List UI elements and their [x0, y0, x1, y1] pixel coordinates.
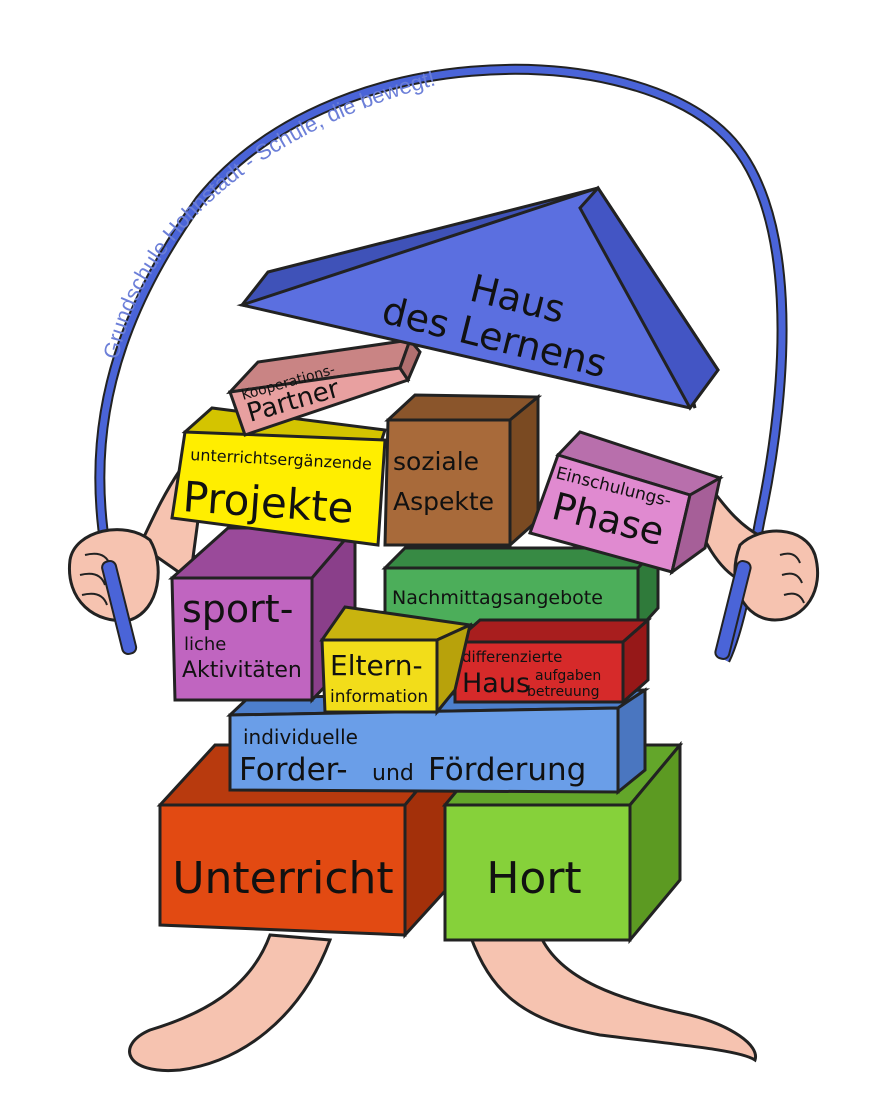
hausaufgaben-label-3: aufgaben [535, 668, 601, 684]
foerderung-label-2a: Forder- [239, 752, 348, 788]
block-eltern: Eltern- information [319, 605, 476, 717]
sport-label-3: Aktivitäten [182, 658, 302, 683]
sport-label-2: liche [184, 634, 226, 655]
block-soziale: soziale Aspekte [383, 393, 543, 549]
roof: Haus des Lernens [236, 185, 720, 411]
block-einschulung: Einschulungs- Phase [528, 430, 724, 576]
foerderung-label-1: individuelle [243, 725, 358, 749]
soziale-label-2: Aspekte [393, 487, 494, 516]
hausaufgaben-label-1: differenzierte [462, 648, 562, 666]
unterricht-label: Unterricht [172, 853, 393, 904]
soziale-label-1: soziale [393, 447, 479, 476]
foerderung-label-2b: und [372, 761, 414, 786]
rope-handle-right [714, 560, 752, 660]
left-leg [128, 933, 333, 1073]
rope-handle-left [101, 559, 138, 655]
block-projekte: unterrichtsergänzende Projekte [170, 406, 388, 547]
eltern-label-1: Eltern- [330, 649, 423, 682]
projekte-label-2: Projekte [181, 472, 355, 533]
right-leg [467, 933, 757, 1063]
block-kooperation: Kooperations- Partner [226, 337, 422, 437]
nachmittag-label: Nachmittagsangebote [392, 587, 603, 609]
hausaufgaben-label-2: Haus [462, 668, 530, 699]
block-hausaufgaben: differenzierte Haus aufgaben betreuung [451, 616, 652, 706]
hort-label: Hort [486, 853, 581, 904]
sport-label-1: sport- [182, 587, 293, 631]
hausaufgaben-label-4: betreuung [527, 684, 600, 700]
foerderung-label-2c: Förderung [428, 752, 586, 788]
eltern-label-2: information [330, 687, 428, 707]
